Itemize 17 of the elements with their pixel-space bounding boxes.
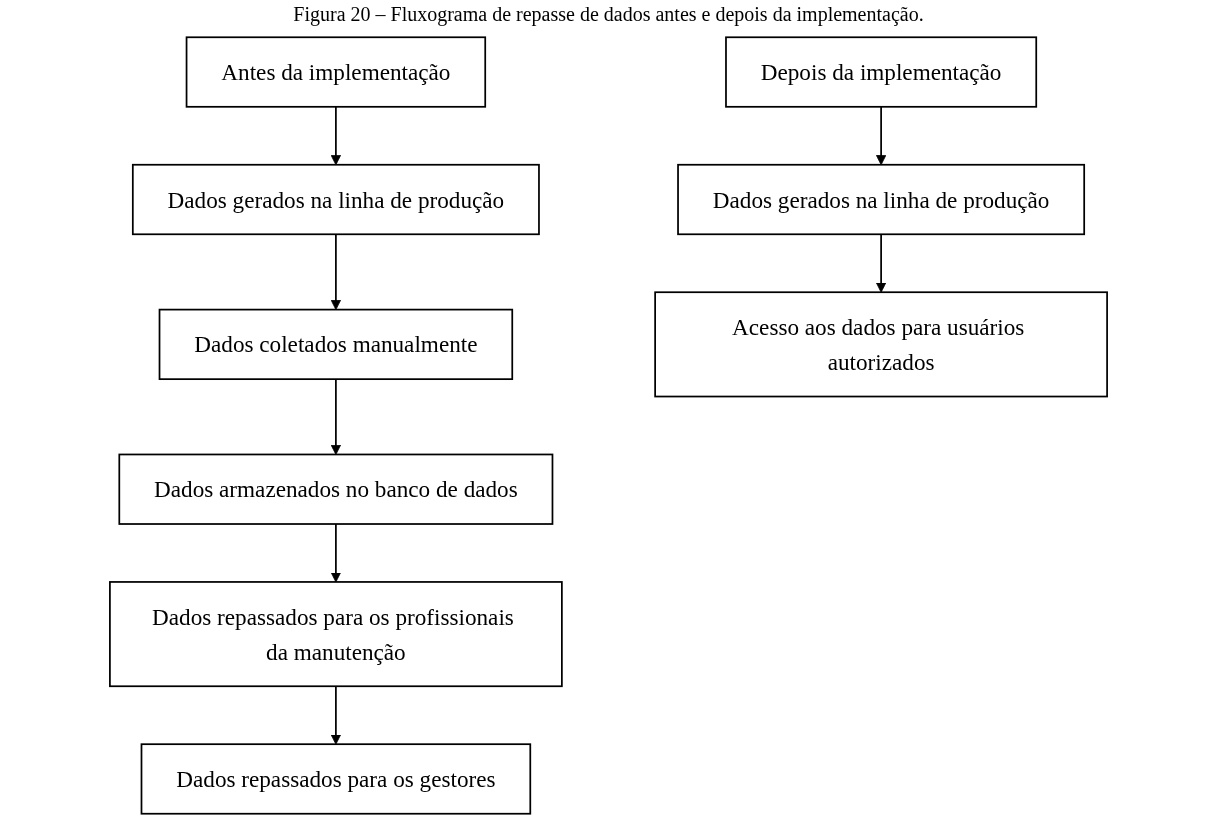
arrow	[876, 233, 887, 293]
arrow	[330, 378, 341, 455]
node-box: Dados gerados na linha de produção	[131, 163, 540, 236]
node-box: Dados repassados para os gestores	[140, 743, 532, 815]
figure-title: Figura 20 – Fluxograma de repasse de dados antes e depois da implementação.	[292, 2, 925, 28]
arrow	[876, 105, 887, 166]
arrow	[330, 685, 341, 745]
arrow	[330, 105, 341, 166]
node-box: Acesso aos dados para usuários autorizados	[654, 291, 1108, 398]
node-box: Dados coletados manualmente	[158, 308, 514, 380]
node-box: Dados gerados na linha de produção	[677, 163, 1086, 236]
node-box: Depois da implementação	[725, 36, 1038, 108]
node-box: Dados armazenados no banco de dados	[118, 453, 554, 525]
arrow	[330, 233, 341, 311]
node-box: Antes da implementação	[185, 36, 487, 108]
node-box: Dados repassados para os profissionais da manutenção	[109, 581, 563, 688]
arrow	[330, 523, 341, 583]
